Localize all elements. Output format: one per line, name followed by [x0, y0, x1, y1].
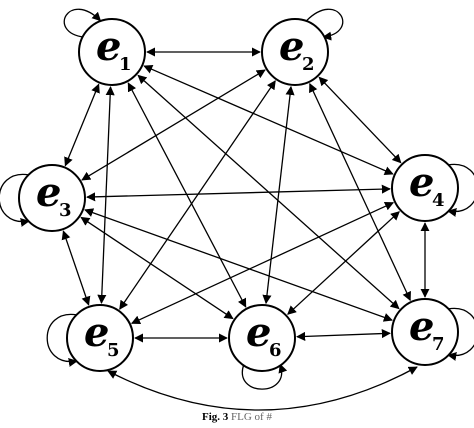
node-label-e1: e: [96, 23, 121, 70]
node-circle-e6: [228, 304, 296, 372]
node-e3: e3: [18, 164, 86, 232]
node-e6: e6: [228, 304, 296, 372]
node-circle-e1: [78, 18, 146, 86]
node-subscript-e7: 7: [432, 334, 445, 355]
self-loop-e5: [46, 313, 78, 367]
edge-e3-e5: [61, 230, 91, 306]
edge-e3-e4: [86, 184, 391, 202]
node-circle-e7: [391, 298, 459, 366]
self-loop-e1: [63, 8, 102, 38]
node-e2: e2: [261, 18, 329, 86]
node-label-e7: e: [409, 303, 434, 350]
caption-text: FLG of #: [231, 411, 272, 423]
edge-e3-e6: [80, 216, 234, 320]
node-e5: e5: [66, 304, 134, 372]
node-e1: e1: [78, 18, 146, 86]
self-loop-e7: [447, 307, 474, 361]
self-loop-e4: [447, 163, 474, 217]
edge-e3-e7: [84, 208, 393, 322]
self-loop-e6: [241, 363, 288, 390]
edge-e5-e7: [107, 366, 418, 411]
self-loop-e3: [0, 173, 30, 227]
node-e4: e4: [391, 154, 459, 222]
node-subscript-e2: 2: [302, 54, 315, 75]
edge-layer: [61, 47, 430, 411]
node-circle-e4: [391, 154, 459, 222]
node-label-e4: e: [409, 159, 434, 206]
edge-e2-e4: [318, 76, 402, 164]
self-loop-layer: [0, 8, 474, 390]
node-label-e3: e: [36, 169, 61, 216]
caption-prefix: Fig. 3: [202, 411, 229, 423]
edge-e1-e3: [64, 83, 100, 167]
node-subscript-e6: 6: [269, 340, 282, 361]
figure-caption: Fig. 3 FLG of #: [0, 411, 474, 423]
node-circle-e3: [18, 164, 86, 232]
node-e7: e7: [391, 298, 459, 366]
node-circle-e2: [261, 18, 329, 86]
node-subscript-e4: 4: [432, 190, 445, 211]
edge-e1-e5: [97, 86, 115, 304]
node-subscript-e5: 5: [107, 340, 120, 361]
node-subscript-e3: 3: [59, 200, 72, 221]
node-label-e6: e: [246, 309, 271, 356]
edge-e2-e6: [262, 85, 295, 305]
node-subscript-e1: 1: [119, 54, 132, 75]
edge-e4-e6: [287, 211, 400, 315]
node-circle-e5: [66, 304, 134, 372]
edge-e6-e7: [296, 329, 391, 341]
node-label-e5: e: [84, 309, 109, 356]
node-label-e2: e: [279, 23, 304, 70]
self-loop-e2: [306, 8, 344, 41]
